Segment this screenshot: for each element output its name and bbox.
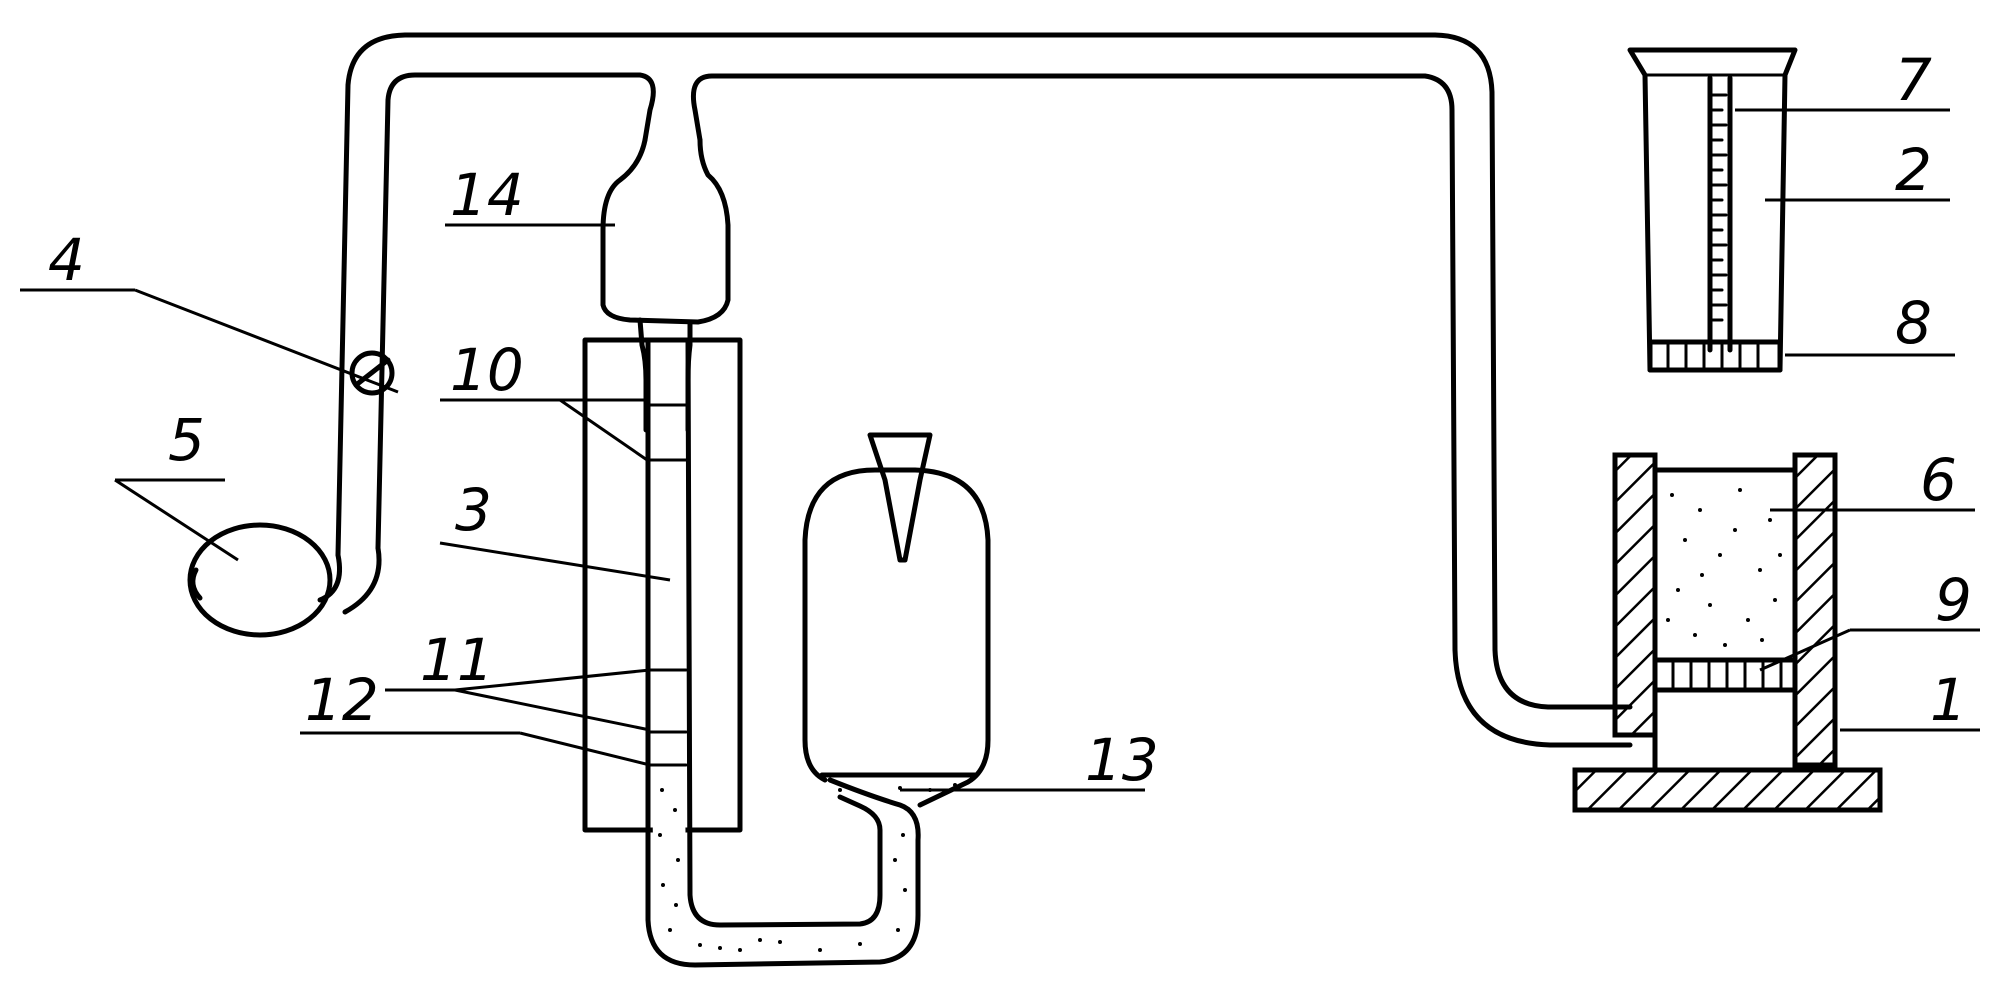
reservoir-13 [802,432,991,808]
sample-holder [1572,452,1883,813]
rubber-bulb-5 [187,522,382,638]
connecting-tube [335,32,1633,748]
label-12: 12 [305,666,379,734]
label-7: 7 [1895,46,1932,114]
labels: 4 5 14 10 3 11 12 13 7 2 8 6 9 1 [48,46,1972,794]
label-6: 6 [1920,446,1957,514]
label-2: 2 [1895,136,1932,204]
label-14: 14 [450,161,524,229]
label-8: 8 [1895,289,1932,357]
label-10: 10 [450,336,524,404]
label-3: 3 [455,476,492,544]
leader-lines [20,108,1980,792]
label-1: 1 [1930,666,1967,734]
label-4: 4 [48,226,85,294]
liquid [652,770,913,960]
bulb-14 [600,137,731,433]
u-tube [645,337,921,968]
label-9: 9 [1935,566,1972,634]
label-5: 5 [168,406,205,474]
label-11: 11 [420,626,494,694]
label-13: 13 [1085,726,1159,794]
scale-board [582,337,743,833]
measuring-cylinder [1627,47,1798,373]
